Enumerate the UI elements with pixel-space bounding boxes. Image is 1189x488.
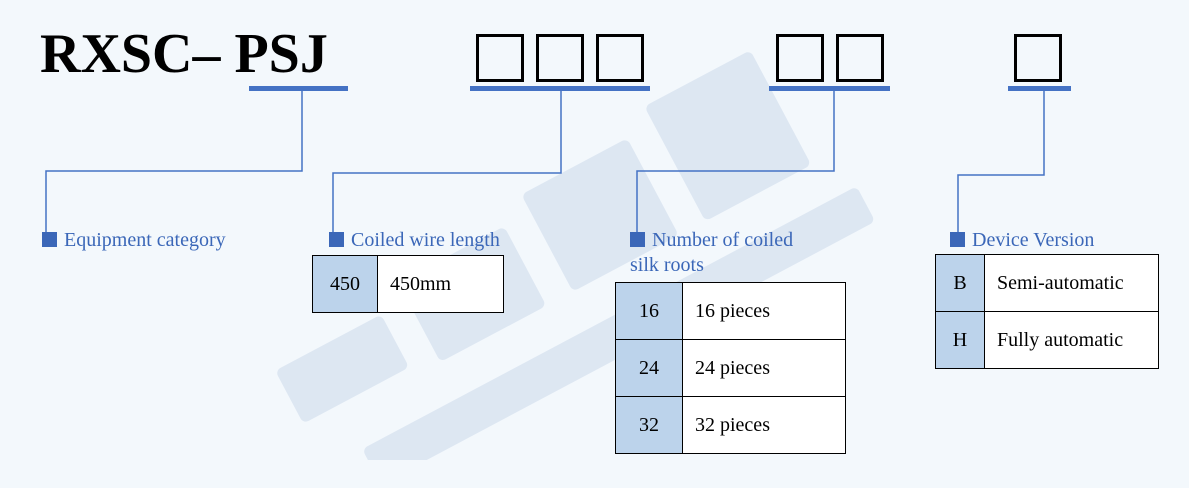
table-row: 32 32 pieces xyxy=(615,396,846,454)
option-code: H xyxy=(935,311,985,369)
model-code: RXSC– PSJ xyxy=(40,26,328,82)
placeholder-box xyxy=(776,34,824,82)
option-code: 450 xyxy=(312,255,378,313)
option-desc: 16 pieces xyxy=(682,282,846,340)
label-coiled-wire-length: Coiled wire length xyxy=(329,228,500,253)
bullet-square-icon xyxy=(950,232,965,247)
option-code: 24 xyxy=(615,339,683,397)
placeholder-box xyxy=(596,34,644,82)
table-row: H Fully automatic xyxy=(935,311,1159,369)
option-desc: Fully automatic xyxy=(984,311,1159,369)
bullet-square-icon xyxy=(42,232,57,247)
label-equipment-category: Equipment category xyxy=(42,228,226,253)
label-coiled-silk-roots: Number of coiled silk roots xyxy=(630,229,794,276)
underline-roots xyxy=(769,86,890,91)
option-desc: 450mm xyxy=(377,255,504,313)
label-device-version: Device Version xyxy=(950,228,1094,253)
code-series: PSJ xyxy=(234,23,328,85)
option-code: 16 xyxy=(615,282,683,340)
underline-version xyxy=(1008,86,1071,91)
placeholder-box xyxy=(836,34,884,82)
option-desc: 32 pieces xyxy=(682,396,846,454)
option-code: 32 xyxy=(615,396,683,454)
bullet-square-icon xyxy=(329,232,344,247)
option-code: B xyxy=(935,254,985,312)
table-row: 16 16 pieces xyxy=(615,282,846,340)
length-options-table: 450 450mm xyxy=(312,255,504,313)
length-placeholder-boxes xyxy=(476,32,656,88)
roots-options-table: 16 16 pieces 24 24 pieces 32 32 pieces xyxy=(615,282,846,454)
table-row: 24 24 pieces xyxy=(615,339,846,397)
bullet-square-icon xyxy=(630,232,645,247)
underline-series xyxy=(249,86,348,91)
placeholder-box xyxy=(1014,34,1062,82)
option-desc: Semi-automatic xyxy=(984,254,1159,312)
placeholder-box xyxy=(536,34,584,82)
table-row: 450 450mm xyxy=(312,255,504,313)
underline-length xyxy=(470,86,650,91)
roots-placeholder-boxes xyxy=(776,32,896,88)
table-row: B Semi-automatic xyxy=(935,254,1159,312)
code-prefix: RXSC– xyxy=(40,23,235,85)
placeholder-box xyxy=(476,34,524,82)
version-placeholder-boxes xyxy=(1014,32,1074,88)
option-desc: 24 pieces xyxy=(682,339,846,397)
version-options-table: B Semi-automatic H Fully automatic xyxy=(935,254,1159,369)
